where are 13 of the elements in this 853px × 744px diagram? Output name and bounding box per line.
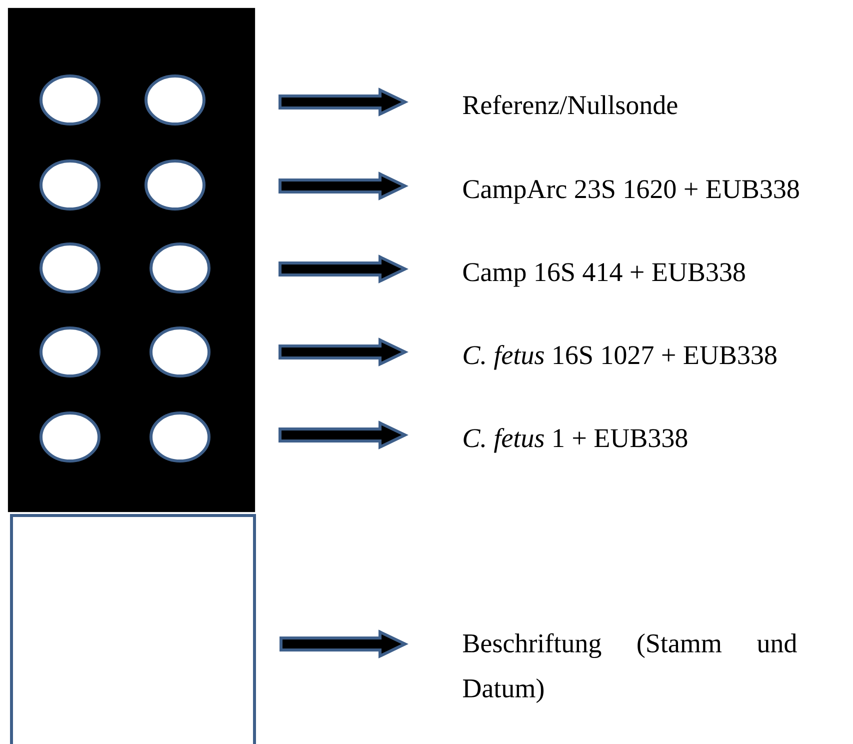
- probe-label: Referenz/Nullsonde: [463, 95, 678, 114]
- block-arrow: [278, 254, 408, 284]
- block-arrow: [278, 172, 408, 200]
- label-text: Beschriftung (Stamm und Datum): [463, 633, 797, 703]
- block-arrow: [280, 630, 408, 658]
- probe-label: C. fetus 1 + EUB338: [464, 428, 688, 453]
- slide-label-area: [10, 514, 256, 744]
- probe-label: CampArc 23S 1620 + EUB338: [463, 180, 799, 204]
- block-arrow: [278, 338, 408, 366]
- probe-label: C. fetus 16S 1027 + EUB338: [464, 345, 776, 370]
- probe-label: Camp 16S 414 + EUB338: [463, 263, 745, 287]
- block-arrow: [278, 420, 408, 450]
- block-arrow: [278, 88, 408, 116]
